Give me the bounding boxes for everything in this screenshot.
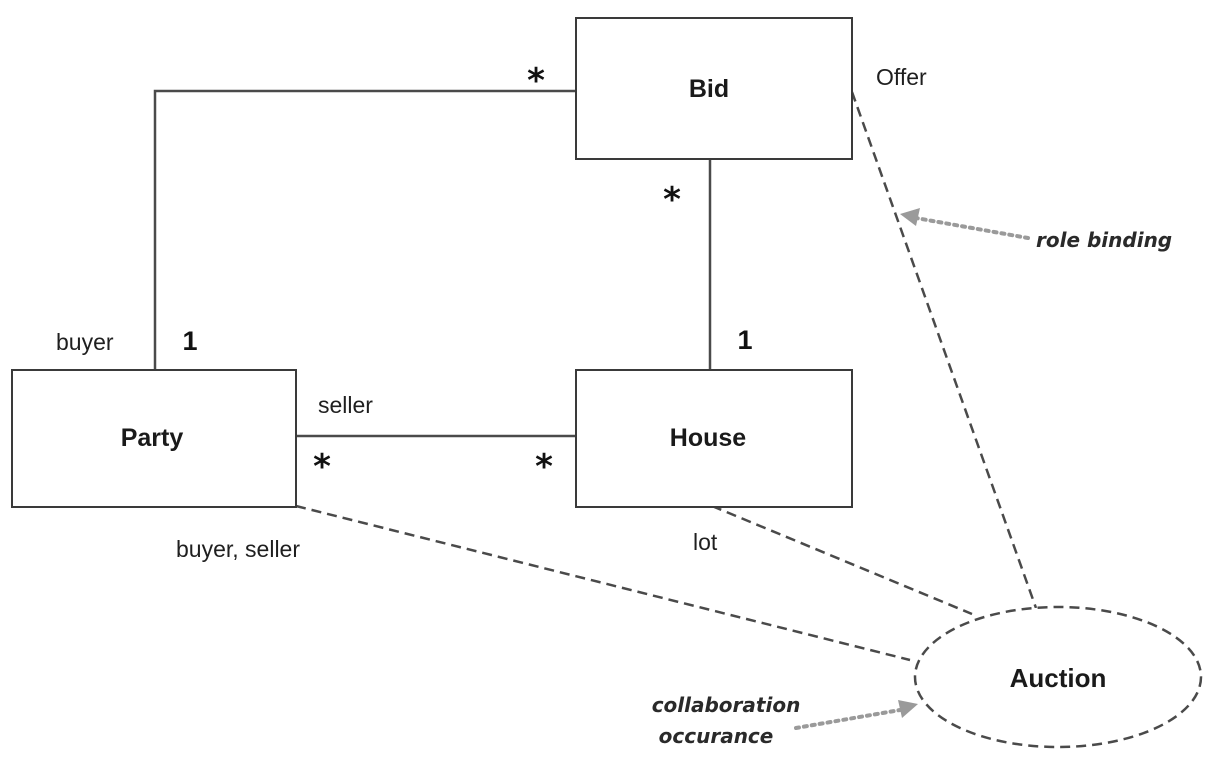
- class-bid[interactable]: Bid: [575, 17, 853, 160]
- role-binding-buyer-seller: [295, 504, 911, 662]
- multiplicity-bid-party-at-bid: *: [527, 61, 545, 101]
- collaboration-auction[interactable]: Auction: [913, 605, 1203, 749]
- multiplicity-party-house-at-house: *: [535, 447, 553, 487]
- role-seller-label: seller: [318, 392, 373, 418]
- role-buyer-label: buyer: [56, 329, 114, 355]
- collaboration-pointer-line: [794, 708, 902, 730]
- role-binding-label: role binding: [1036, 228, 1172, 252]
- class-party-name: Party: [121, 424, 184, 452]
- class-house-name: House: [670, 424, 747, 452]
- annotation-role-binding: role binding: [900, 208, 1172, 252]
- multiplicity-party-house-at-party: *: [313, 447, 331, 487]
- class-bid-name: Bid: [689, 75, 729, 103]
- class-party[interactable]: Party: [11, 369, 297, 508]
- multiplicity-bid-house-at-house: 1: [737, 325, 752, 355]
- collaboration-arrowhead-icon: [898, 700, 918, 718]
- class-house[interactable]: House: [575, 369, 853, 508]
- collaboration-label-line1: collaboration: [652, 693, 801, 717]
- collaboration-auction-name: Auction: [1010, 663, 1107, 693]
- role-offer-label: Offer: [876, 64, 927, 90]
- role-binding-arrowhead-icon: [900, 208, 920, 226]
- role-binding-pointer-line: [914, 216, 1030, 240]
- association-bid-party: [153, 89, 576, 370]
- collaboration-label-line2: occurance: [659, 724, 774, 748]
- role-binding-offer: [850, 91, 1038, 609]
- role-lot-label: lot: [693, 529, 718, 555]
- annotation-collaboration-occurance: collaboration occurance: [652, 693, 918, 748]
- multiplicity-bid-house-at-bid: *: [663, 180, 681, 220]
- multiplicity-bid-party-at-party: 1: [182, 326, 197, 356]
- role-binding-lot: [711, 504, 973, 616]
- role-buyer-seller-label: buyer, seller: [176, 536, 300, 562]
